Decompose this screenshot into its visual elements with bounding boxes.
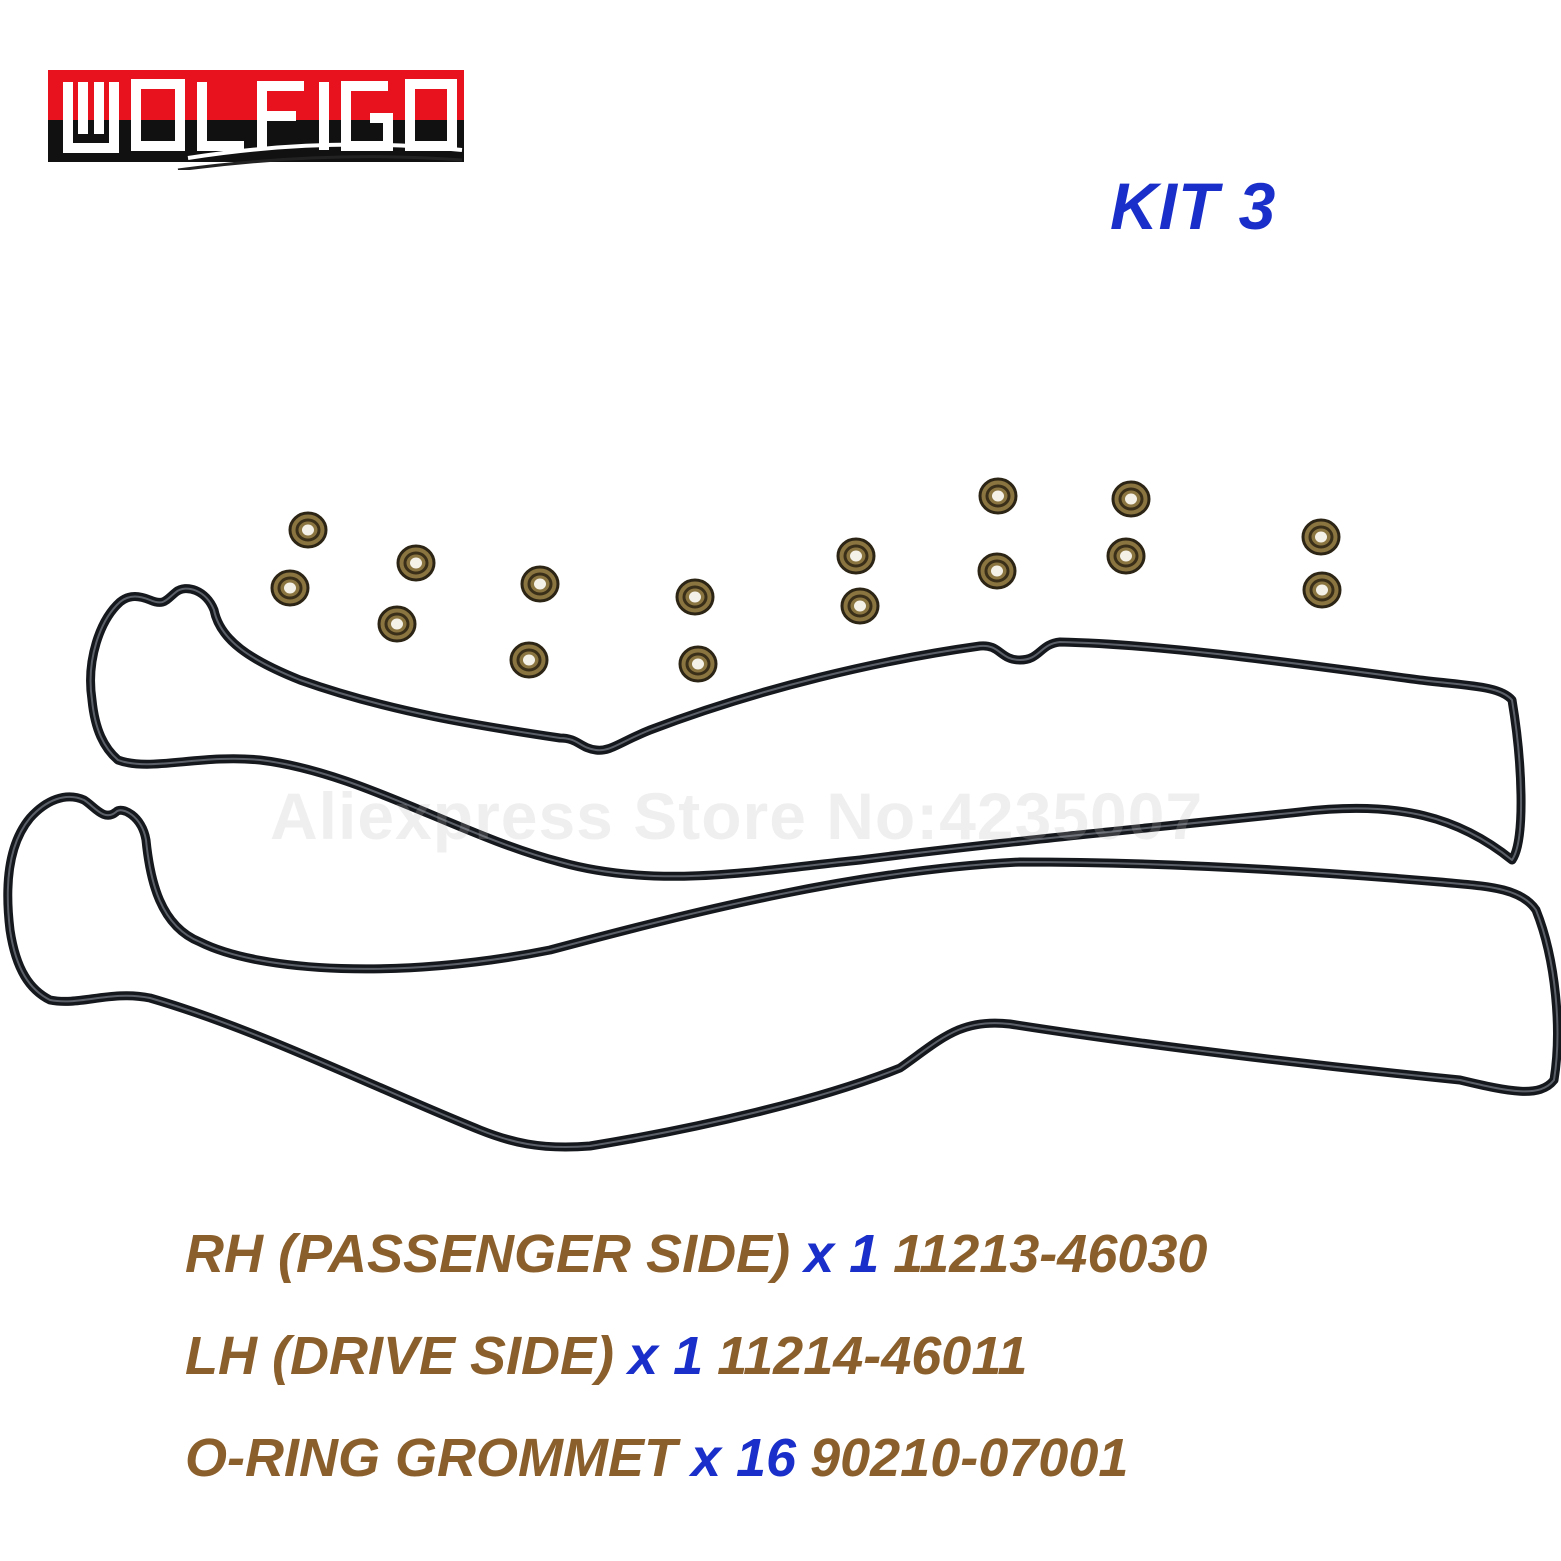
grommet bbox=[270, 569, 310, 607]
grommet bbox=[520, 565, 560, 603]
grommet bbox=[678, 645, 718, 683]
product-illustration bbox=[3, 477, 1561, 1152]
grommet bbox=[675, 578, 715, 616]
spec-label: O-RING GROMMET bbox=[185, 1428, 677, 1488]
spec-qty: x 1 bbox=[804, 1224, 880, 1284]
grommet bbox=[1301, 518, 1341, 556]
grommet bbox=[1111, 480, 1151, 518]
grommet bbox=[377, 605, 417, 643]
grommet bbox=[1106, 537, 1146, 575]
gasket-lh bbox=[3, 792, 1561, 1152]
watermark: Aliexpress Store No:4235007 bbox=[270, 779, 1204, 853]
grommet bbox=[509, 641, 549, 679]
spec-qty: x 1 bbox=[628, 1326, 704, 1386]
grommet bbox=[836, 537, 876, 575]
grommet bbox=[1302, 571, 1342, 609]
spec-qty: x 16 bbox=[690, 1428, 797, 1488]
grommet bbox=[288, 511, 328, 549]
gasket-rh bbox=[86, 584, 1526, 881]
spec-label: RH (PASSENGER SIDE) bbox=[185, 1224, 791, 1284]
wolfigo-logo bbox=[48, 70, 464, 170]
spec-part-number: 11214-46011 bbox=[717, 1326, 1028, 1386]
spec-label: LH (DRIVE SIDE) bbox=[185, 1326, 615, 1386]
grommet bbox=[977, 552, 1017, 590]
spec-part-number: 90210-07001 bbox=[810, 1428, 1129, 1488]
grommet bbox=[840, 587, 880, 625]
grommet bbox=[396, 544, 436, 582]
grommet-set bbox=[270, 477, 1342, 683]
grommet bbox=[978, 477, 1018, 515]
kit-title: KIT 3 bbox=[1110, 169, 1277, 243]
spec-part-number: 11213-46030 bbox=[893, 1224, 1208, 1284]
